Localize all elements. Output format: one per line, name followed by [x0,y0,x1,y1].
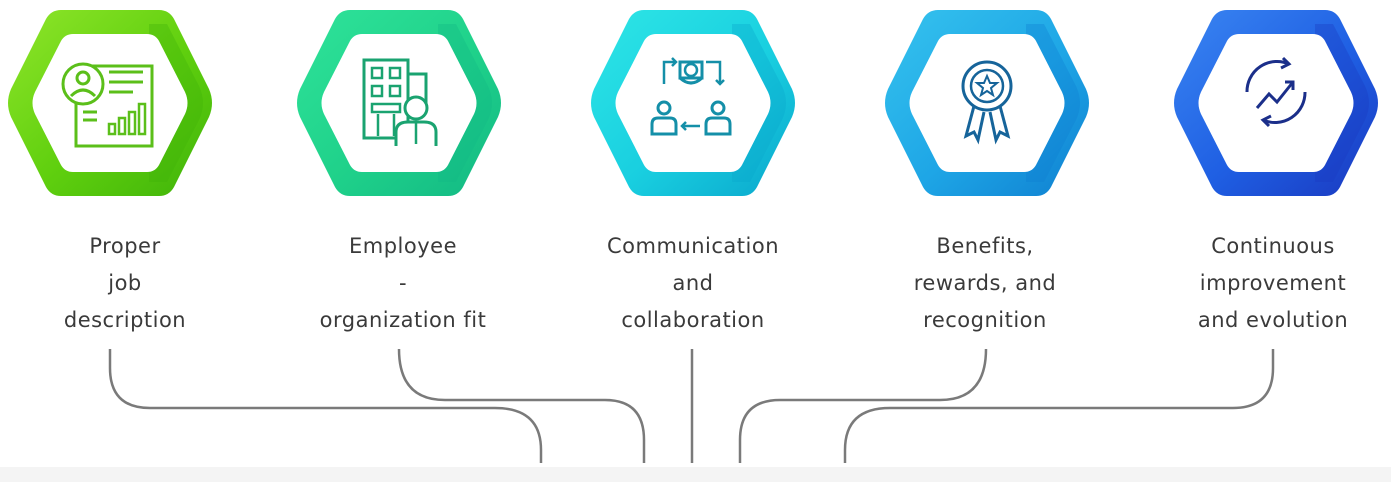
connector-line-1 [108,349,543,463]
growth-cycle-icon [1245,56,1307,128]
collaboration-icon [650,57,732,136]
label-line: Continuous [1211,234,1335,258]
label-job-description: Proper job description [5,228,245,339]
hexagon-benefits [880,4,1094,202]
label-employee-fit: Employee - organization fit [283,228,523,339]
label-line: - [398,271,408,295]
label-line: rewards, and [913,271,1057,295]
hexagon-shape [8,10,212,196]
label-line: and [672,271,714,295]
label-communication: Communication and collaboration [573,228,813,339]
hexagon-communication [586,4,800,202]
connector-line-5 [843,349,1275,463]
hexagon-continuous-improvement [1169,4,1383,202]
hexagon-shape [1174,10,1378,196]
label-line: Benefits, [936,234,1034,258]
award-ribbon-icon [961,60,1013,145]
label-continuous-improvement: Continuous improvement and evolution [1153,228,1391,339]
hexagon-shape [885,10,1089,196]
hexagon-employee-fit [292,4,506,202]
label-line: description [63,308,187,332]
label-line: improvement [1199,271,1347,295]
bottom-band [0,467,1391,482]
label-line: collaboration [621,308,765,332]
label-line: and evolution [1197,308,1349,332]
label-line: job [108,271,142,295]
label-line: Employee [348,234,457,258]
label-line: Proper [89,234,161,258]
job-description-icon [61,62,154,148]
label-line: recognition [923,308,1047,332]
building-employee-icon [362,58,438,146]
label-line: organization fit [319,308,487,332]
connector-line-2 [397,348,646,463]
hexagon-shape [591,10,795,196]
label-benefits: Benefits, rewards, and recognition [865,228,1105,339]
hexagon-job-description [3,4,217,202]
label-line: Communication [606,234,780,258]
hexagon-shape [297,10,501,196]
connector-line-4 [738,348,988,463]
